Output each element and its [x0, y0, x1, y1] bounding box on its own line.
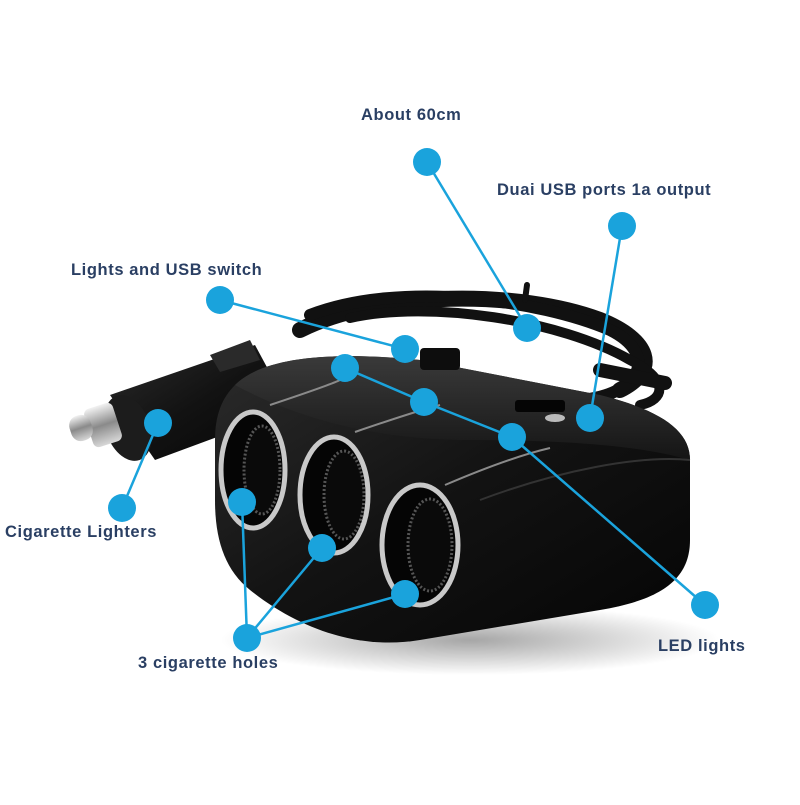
callout-dot-icon	[513, 314, 541, 342]
line-cable	[425, 161, 529, 329]
callout-dot-icon	[608, 212, 636, 240]
callout-dot-icon	[228, 488, 256, 516]
coiled-cable	[292, 282, 672, 410]
lights-usb-switch	[420, 348, 460, 370]
label-sockets: 3 cigarette holes	[138, 654, 279, 672]
line-lighter	[120, 422, 160, 509]
callout-dot-icon	[576, 404, 604, 432]
socket-3	[379, 482, 461, 608]
callout-dot-icon	[498, 423, 526, 451]
usb-indicator	[545, 414, 565, 422]
splitter-body	[215, 348, 691, 643]
label-lighter-plug: Cigarette Lighters	[5, 523, 157, 541]
callout-dot-icon	[331, 354, 359, 382]
callout-dot-icon	[391, 335, 419, 363]
callout-lines	[120, 161, 706, 640]
callout-dots	[108, 148, 719, 652]
callout-dot-icon	[691, 591, 719, 619]
label-cable-length: About 60cm	[361, 106, 462, 124]
line-usb	[588, 225, 624, 419]
label-led-lights: LED lights	[658, 637, 746, 655]
label-switch: Lights and USB switch	[71, 261, 263, 279]
callout-dot-icon	[233, 624, 261, 652]
label-usb-ports: Duai USB ports 1a output	[497, 181, 712, 199]
line-hole-3	[246, 592, 406, 640]
socket-2	[297, 434, 371, 556]
callout-dot-icon	[391, 580, 419, 608]
callout-dot-icon	[144, 409, 172, 437]
callout-dot-icon	[413, 148, 441, 176]
callout-dot-icon	[410, 388, 438, 416]
usb-port	[515, 400, 565, 412]
callout-dot-icon	[308, 534, 336, 562]
line-hole-1	[240, 501, 249, 639]
line-switch	[219, 298, 406, 351]
callout-dot-icon	[206, 286, 234, 314]
line-hole-2	[246, 547, 323, 639]
line-led	[344, 366, 706, 606]
callout-dot-icon	[108, 494, 136, 522]
